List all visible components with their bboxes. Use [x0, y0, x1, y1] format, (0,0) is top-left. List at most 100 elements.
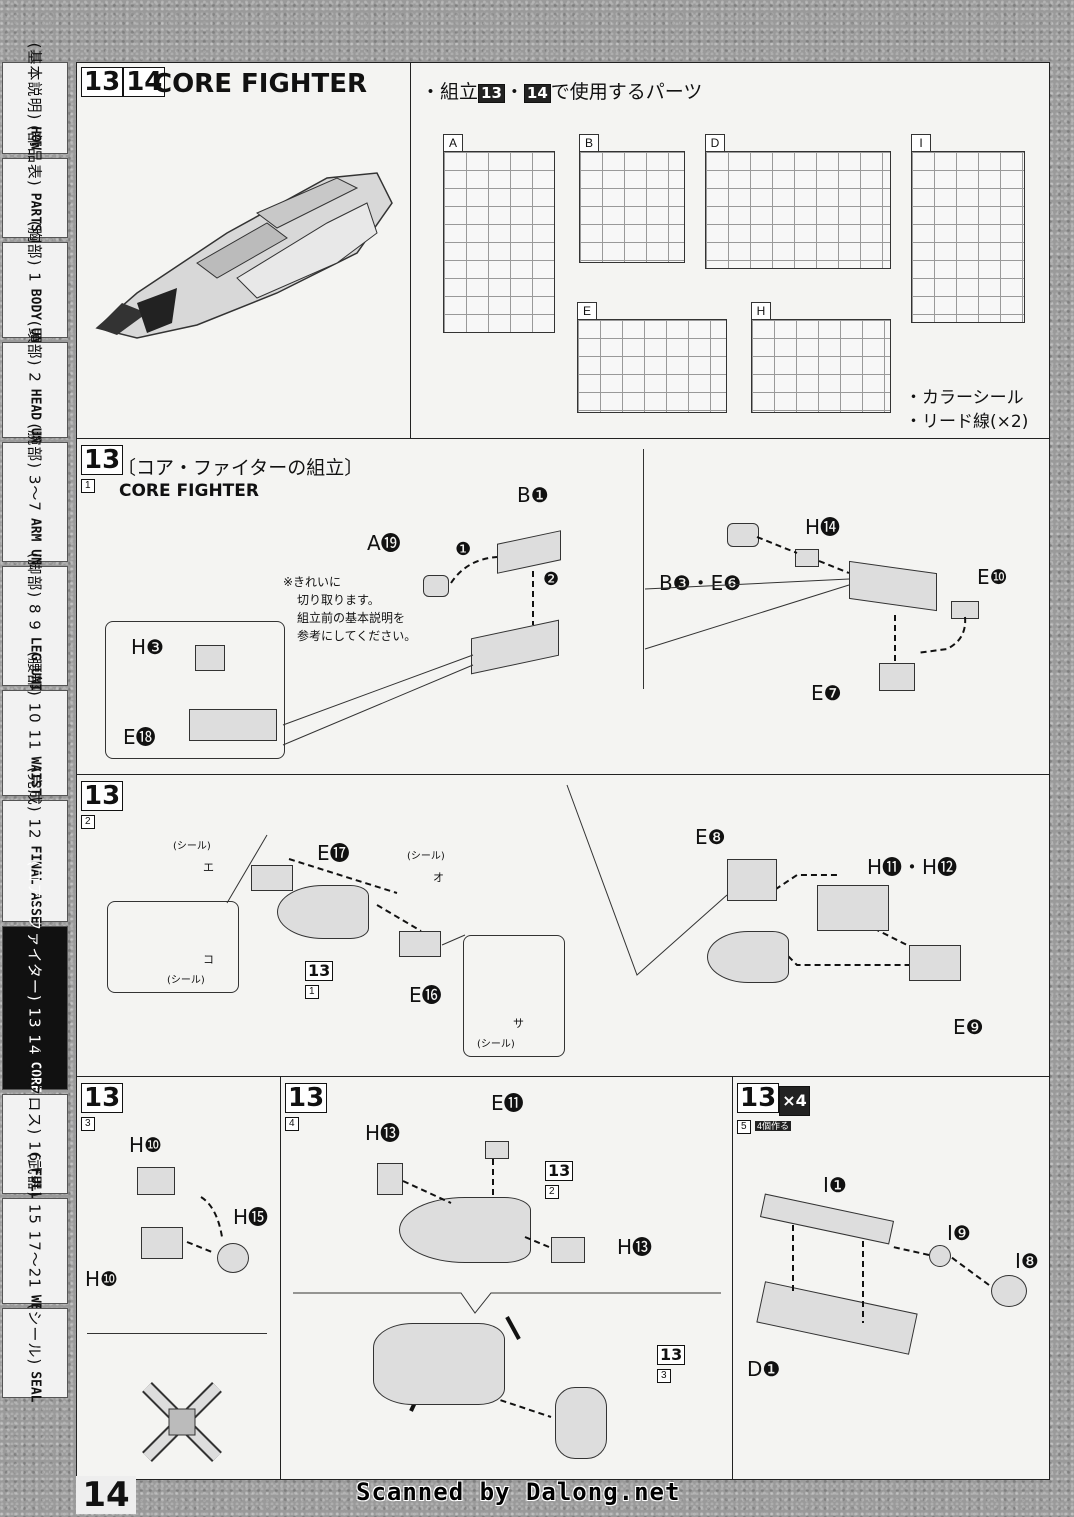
sidebar-tab-how-to[interactable]: (基本説明)HOW TO	[2, 43, 68, 173]
part-fuselage	[277, 885, 369, 939]
part-e17	[251, 865, 293, 891]
step-13-5-panel: 13×4 5 4個作る I❶ I❾ I❽ D❶	[732, 1076, 1050, 1480]
ref-b-step: 13	[657, 1345, 686, 1365]
part-label-d1: D❶	[747, 1357, 781, 1381]
sidebar-tab-jp: (胸部) 1	[25, 220, 44, 283]
runner-i: I	[911, 134, 1025, 323]
sidebar-tab-weapons[interactable]: (武器) 15 17〜21WEAPONS	[2, 1152, 68, 1350]
sidebar-tab-jp: (腰部) 10 11	[25, 651, 44, 751]
part-h10-b	[141, 1227, 183, 1259]
runner-h-label: H	[751, 302, 771, 320]
part-label-h10-b: H❿	[85, 1267, 118, 1291]
step-13-3-number: 13	[81, 1083, 124, 1113]
step-13-3-label: 13 3	[81, 1083, 124, 1131]
seal-mark-sa: サ	[513, 1017, 524, 1030]
part-h10-a	[137, 1167, 175, 1195]
step-13-1-title-en: CORE FIGHTER	[119, 481, 259, 501]
runner-h: H	[751, 302, 891, 413]
sidebar-tab-jp: (フルクロス) 16	[25, 1041, 44, 1163]
part-i8	[991, 1275, 1027, 1307]
sidebar-tab-jp: (武器) 15 17〜21	[25, 1152, 44, 1289]
part-i9	[929, 1245, 951, 1267]
part-b3	[727, 523, 759, 547]
extra-lead-wire: ・リード線(×2)	[905, 412, 1029, 432]
parts-title-sep: ・	[504, 81, 524, 103]
arrows-13-1	[282, 536, 967, 746]
sidebar-tab-jp: (部品表)	[25, 125, 44, 187]
part-label-e18: E⓲	[123, 725, 156, 749]
part-label-b1: B❶	[517, 483, 549, 507]
step-13-5-mult-note: 4個作る	[755, 1121, 792, 1131]
part-label-h15: H⓯	[233, 1205, 269, 1229]
step-13-5-sub: 5	[737, 1120, 751, 1134]
step-13-2-number: 13	[81, 781, 124, 811]
part-h13-a	[377, 1163, 403, 1195]
parts-title-pre: ・組立	[421, 81, 479, 103]
ref-sub: 1	[305, 985, 319, 999]
part-label-h11-h12: H⓫・H⓬	[867, 855, 958, 879]
part-label-e8: E❽	[695, 825, 726, 849]
part-label-i9: I❾	[947, 1221, 971, 1245]
part-label-b3-e6: B❸・E❻	[659, 571, 742, 595]
ref-step-13-1: 13 1	[305, 961, 334, 999]
part-h3	[195, 645, 225, 671]
step-13-1-title-jp: 〔コア・ファイターの組立〕	[117, 457, 364, 479]
part-fuselage-2	[707, 931, 789, 983]
seal-mark-e: エ	[203, 861, 214, 874]
part-label-a19: A⓳	[367, 531, 401, 555]
sidebar-tab-parts-list[interactable]: (部品表)PARTS LIST	[2, 125, 68, 271]
part-label-h13-a: H⓭	[365, 1121, 401, 1145]
step-13-4-panel: 13 4 H⓭ E⓫ H⓭ 13 2 13 3	[280, 1076, 734, 1480]
seal-label-3: (シール)	[167, 975, 205, 986]
part-label-e10: E❿	[977, 565, 1008, 589]
part-e11	[485, 1141, 509, 1159]
runner-e: E	[577, 302, 727, 413]
runner-a-label: A	[443, 134, 463, 152]
sidebar-tab-seal[interactable]: (シール)SEAL	[2, 1303, 68, 1403]
note-line-4: 参考にしてください。	[297, 629, 417, 643]
note-line-3: 組立前の基本説明を	[297, 611, 406, 625]
part-label-h3: H❸	[131, 635, 164, 659]
part-e16	[399, 931, 441, 957]
seal-callout-left	[107, 901, 239, 993]
seal-label-1: (シール)	[173, 841, 211, 852]
step-13-3-panel: 13 3 H❿ H⓯ H❿	[76, 1076, 282, 1480]
step-13-box: 13	[81, 67, 124, 97]
runner-d: D	[705, 134, 891, 269]
step-13-2-panel: 13 2 E⓱ E⓰ E❽ H⓫・H⓬ E❾ (シール) エ (シール) オ コ…	[76, 774, 1050, 1078]
step-13-1-label: 13 1	[81, 445, 124, 493]
parts-title-step1: 13	[478, 84, 505, 103]
sidebar-tab-jp: (コア・ファイター) 13 14	[25, 860, 44, 1056]
part-h11-h12	[817, 885, 889, 931]
arrow-num-1: ❶	[455, 539, 472, 560]
part-label-e17: E⓱	[317, 841, 350, 865]
runner-i-label: I	[911, 134, 931, 152]
part-label-e11: E⓫	[491, 1091, 524, 1115]
seal-mark-o: オ	[433, 871, 444, 884]
page-number: 14	[76, 1476, 136, 1514]
part-label-e9: E❾	[953, 1015, 984, 1039]
sidebar-tab-full-cloth[interactable]: (フルクロス) 16FULL CLOTH	[2, 1042, 68, 1246]
part-e9	[909, 945, 961, 981]
runner-d-label: D	[705, 134, 725, 152]
part-h15	[217, 1243, 249, 1273]
part-label-i1: I❶	[823, 1173, 847, 1197]
part-label-i8: I❽	[1015, 1249, 1039, 1273]
part-h13-b	[551, 1237, 585, 1263]
ref-a-step: 13	[545, 1161, 574, 1181]
core-fighter-illustration	[95, 172, 393, 339]
part-h14	[795, 549, 819, 567]
part-body-13-4	[399, 1197, 531, 1263]
